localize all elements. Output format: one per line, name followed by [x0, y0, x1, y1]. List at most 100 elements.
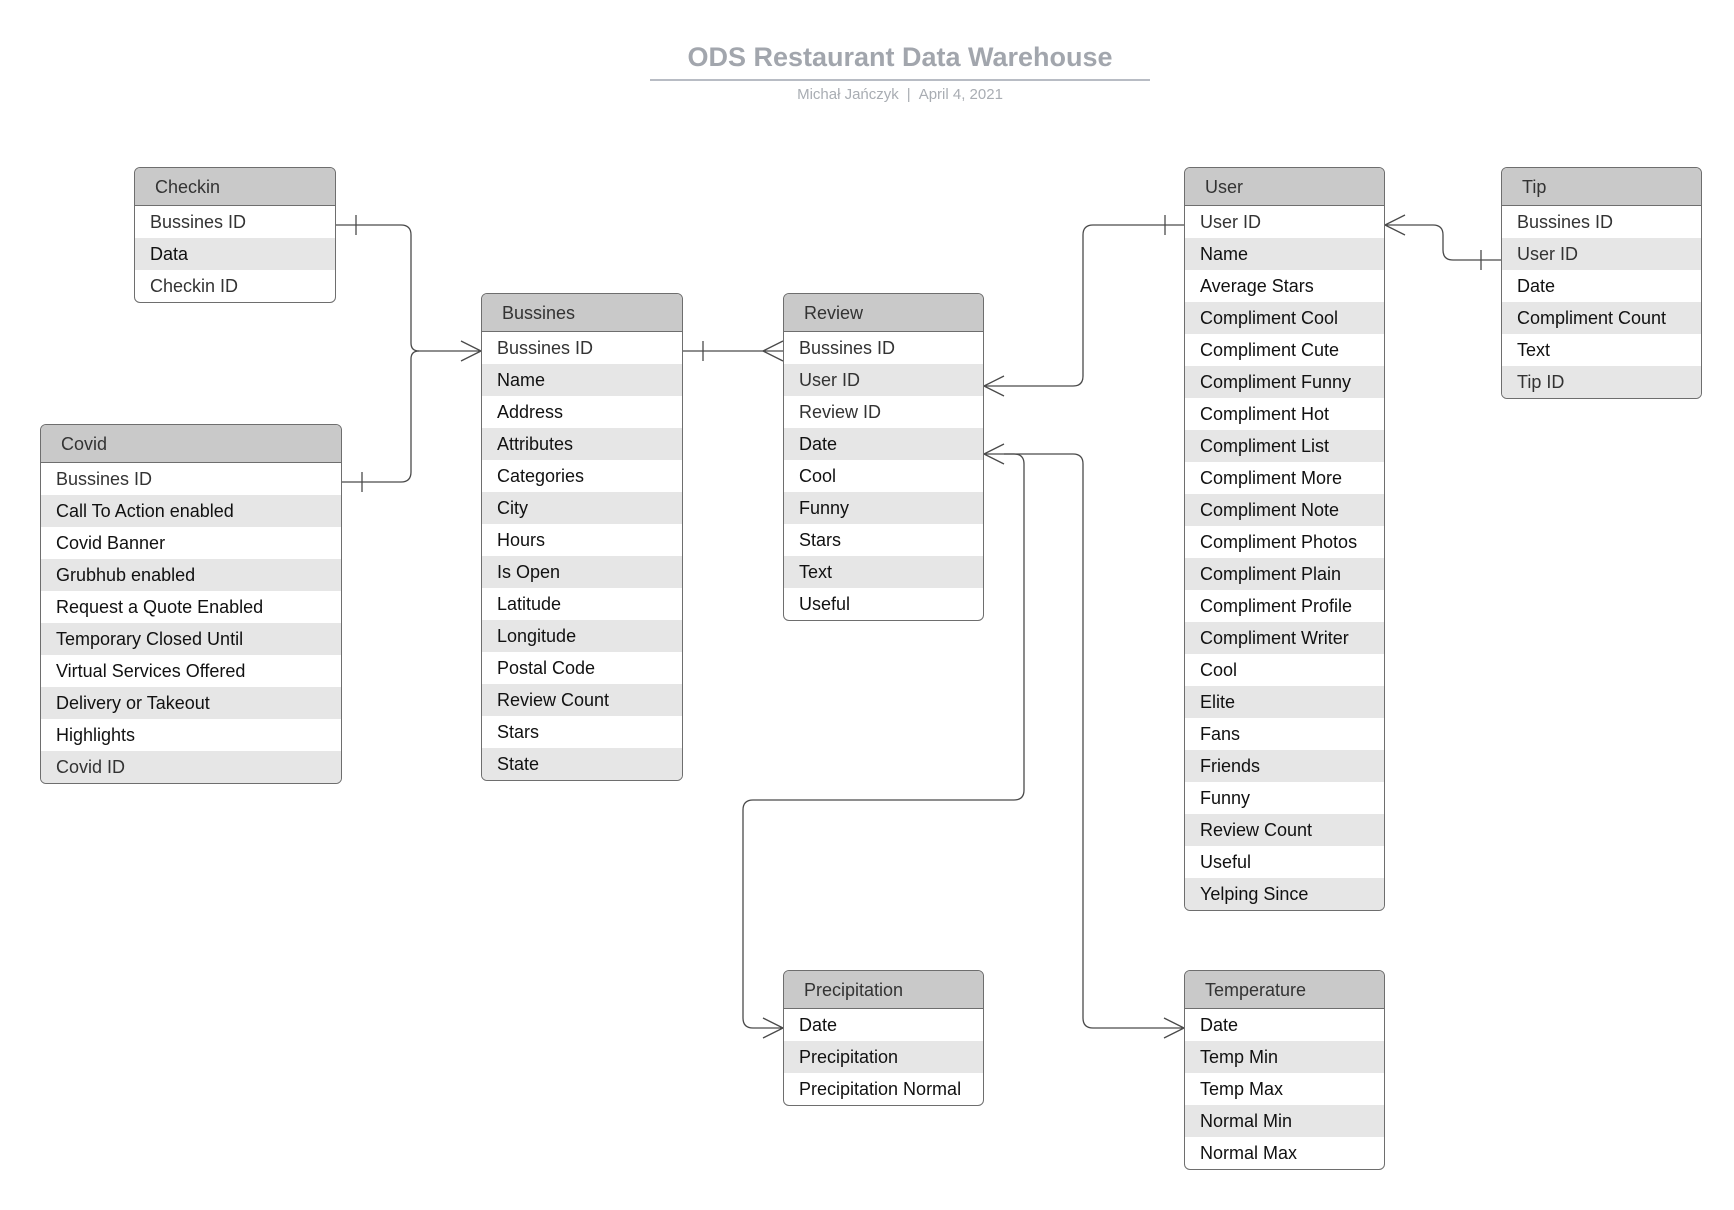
entity-field-row: Date — [799, 1015, 838, 1035]
entity-field-row: User ID — [1502, 238, 1701, 270]
entity-field-row: Bussines ID — [1517, 212, 1614, 232]
entity-review-title: Review — [784, 294, 983, 332]
entity-field-row: Name — [1185, 238, 1384, 270]
entity-field-row: Checkin ID — [150, 276, 239, 296]
entity-field-row: Stars — [799, 530, 842, 550]
entity-field-row: Compliment More — [1200, 468, 1343, 488]
entity-field-row: Bussines ID — [799, 338, 896, 358]
entity-field-row: Compliment Plain — [1185, 558, 1384, 590]
entity-field-row: Highlights — [56, 725, 136, 745]
entity-field-row: Normal Max — [1200, 1143, 1298, 1163]
entity-field-row: Temp Min — [1185, 1041, 1384, 1073]
entity-field-row: Cool — [799, 466, 837, 486]
entity-covid-title: Covid — [41, 425, 341, 463]
entity-field-row: Date — [1200, 1015, 1239, 1035]
entity-field-row: Fans — [1200, 724, 1241, 744]
entity-field-row: Elite — [1185, 686, 1384, 718]
title-underline — [650, 79, 1150, 81]
entity-field-row: Categories — [497, 466, 585, 486]
subtitle-separator: | — [906, 86, 911, 103]
entity-field-row: Compliment Cute — [1200, 340, 1340, 360]
entity-bussines-title: Bussines — [482, 294, 682, 332]
entity-field-row: Name — [482, 364, 682, 396]
entity-precipitation-title: Precipitation — [784, 971, 983, 1009]
entity-field-row: State — [482, 748, 682, 780]
entity-field-row: Is Open — [482, 556, 682, 588]
connector-review-temperature — [1004, 453, 1185, 1039]
entity-field-row: Compliment Cool — [1185, 302, 1384, 334]
diagram-date: April 4, 2021 — [918, 86, 1003, 103]
connector-bussines-review — [683, 340, 784, 362]
entity-field-row: Review Count — [1185, 814, 1384, 846]
entity-field-row: Data — [135, 238, 335, 270]
entity-field-row: Text — [1517, 340, 1551, 360]
entity-temperature-title: Temperature — [1185, 971, 1384, 1009]
entity-field-row: Covid Banner — [56, 533, 166, 553]
entity-checkin-title: Checkin — [135, 168, 335, 206]
entity-field-row: Longitude — [482, 620, 682, 652]
entity-field-row: Normal Min — [1185, 1105, 1384, 1137]
entity-field-row: Hours — [497, 530, 546, 550]
entity-field-row: Useful — [799, 594, 851, 614]
entity-field-row: Compliment Photos — [1200, 532, 1358, 552]
entity-field-row: Covid ID — [41, 751, 341, 783]
entity-field-row: Bussines ID — [497, 338, 594, 358]
entity-tip-title: Tip — [1502, 168, 1701, 206]
entity-field-row: Stars — [497, 722, 540, 742]
entity-field-row: Text — [784, 556, 983, 588]
entity-field-row: Compliment Hot — [1200, 404, 1330, 424]
entity-field-row: Funny — [1200, 788, 1251, 808]
entity-field-row: Date — [1517, 276, 1556, 296]
entity-field-row: Compliment Writer — [1185, 622, 1384, 654]
entity-field-row: Useful — [1200, 852, 1252, 872]
connector-covid-bussines — [342, 350, 420, 492]
entity-field-row: Compliment Count — [1502, 302, 1701, 334]
entity-field-row: Latitude — [497, 594, 562, 614]
entity-field-row: Review ID — [799, 402, 882, 422]
entity-field-row: Attributes — [482, 428, 682, 460]
entity-field-row: User ID — [784, 364, 983, 396]
entity-field-row: Precipitation Normal — [799, 1079, 962, 1099]
entity-field-row: Average Stars — [1200, 276, 1314, 296]
entity-field-row: Delivery or Takeout — [41, 687, 341, 719]
entity-field-row: Date — [784, 428, 983, 460]
entity-field-row: Bussines ID — [150, 212, 247, 232]
entity-field-row: Funny — [784, 492, 983, 524]
entity-field-row: Bussines ID — [56, 469, 153, 489]
entity-field-row: Virtual Services Offered — [56, 661, 246, 681]
entity-field-row: Temp Max — [1200, 1079, 1284, 1099]
entity-field-row: Call To Action enabled — [41, 495, 341, 527]
entity-field-row: Compliment Funny — [1185, 366, 1384, 398]
connector-review-precipitation — [742, 443, 1025, 1039]
entity-field-row: Compliment Note — [1185, 494, 1384, 526]
entity-field-row: Precipitation — [784, 1041, 983, 1073]
entity-field-row: City — [482, 492, 682, 524]
connector-user-tip — [1384, 214, 1501, 270]
entity-field-row: Compliment List — [1185, 430, 1384, 462]
entity-field-row: Address — [497, 402, 564, 422]
entity-field-row: Friends — [1185, 750, 1384, 782]
author-name: Michał Jańczyk — [797, 86, 899, 103]
entity-field-row: Temporary Closed Until — [41, 623, 341, 655]
entity-field-row: Review Count — [482, 684, 682, 716]
connector-user-review — [983, 215, 1184, 397]
entity-field-row: Yelping Since — [1185, 878, 1384, 910]
entity-field-row: Tip ID — [1502, 366, 1701, 398]
page-subtitle: Michał Jańczyk | April 4, 2021 — [650, 86, 1150, 103]
